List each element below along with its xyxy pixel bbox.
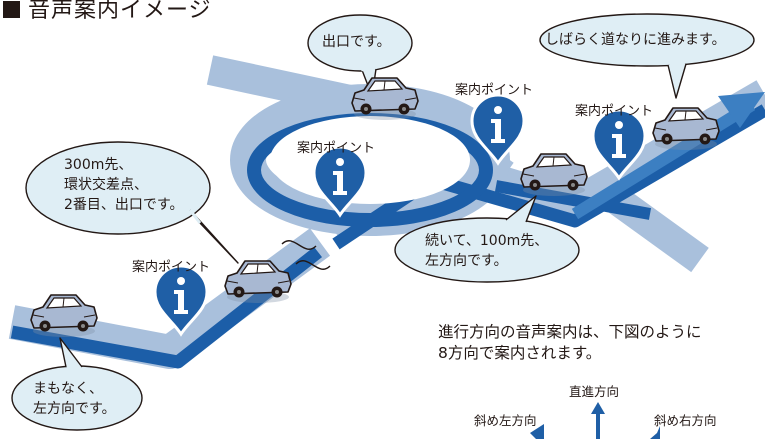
- speech-bubble-300m: [25, 141, 239, 264]
- diag-left-arrow-icon: [530, 424, 544, 439]
- bubble-text-300m-line1: 300m先、: [64, 157, 133, 173]
- diag-right-arrow-icon: [650, 426, 660, 439]
- title-square-icon: [3, 1, 20, 18]
- bubble-text-tsuzuite-line2: 左方向です。: [425, 253, 508, 269]
- bubble-text-tsuzuite-line1: 続いて、100m先、: [425, 233, 549, 249]
- bubble-text-mamonaku-line2: 左方向です。: [33, 401, 116, 417]
- bubble-text-300m-line2: 環状交差点、: [64, 177, 148, 193]
- direction-label-diag-left: 斜め左方向: [474, 413, 537, 428]
- speech-bubble-deguchi: [307, 14, 413, 97]
- car-icon: [520, 153, 588, 197]
- description-line2: 8方向で案内されます。: [438, 344, 602, 362]
- bubble-text-deguchi: 出口です。: [322, 34, 391, 50]
- description-line1: 進行方向の音声案内は、下図のように: [438, 323, 702, 341]
- bubble-text-300m-line3: 2番目、出口です。: [64, 197, 184, 213]
- speech-bubble-tsuzuite: [394, 195, 580, 283]
- speech-bubble-mamonaku: [11, 337, 143, 431]
- speech-bubble-shibaraku: [539, 13, 755, 99]
- direction-label-straight: 直進方向: [569, 384, 620, 399]
- guide-point-label: 案内ポイント: [132, 260, 211, 275]
- guide-point-label: 案内ポイント: [455, 83, 534, 98]
- page-title: 音声案内イメージ: [3, 0, 212, 24]
- bubble-text-shibaraku: しばらく道なりに進みます。: [545, 32, 726, 48]
- direction-label-diag-right: 斜め右方向: [654, 413, 717, 428]
- car-icon: [30, 294, 98, 338]
- guide-point-label: 案内ポイント: [575, 104, 654, 119]
- guide-point-label: 案内ポイント: [297, 141, 376, 156]
- straight-arrow-head-icon: [591, 402, 605, 414]
- bubble-text-mamonaku-line1: まもなく、: [33, 381, 103, 397]
